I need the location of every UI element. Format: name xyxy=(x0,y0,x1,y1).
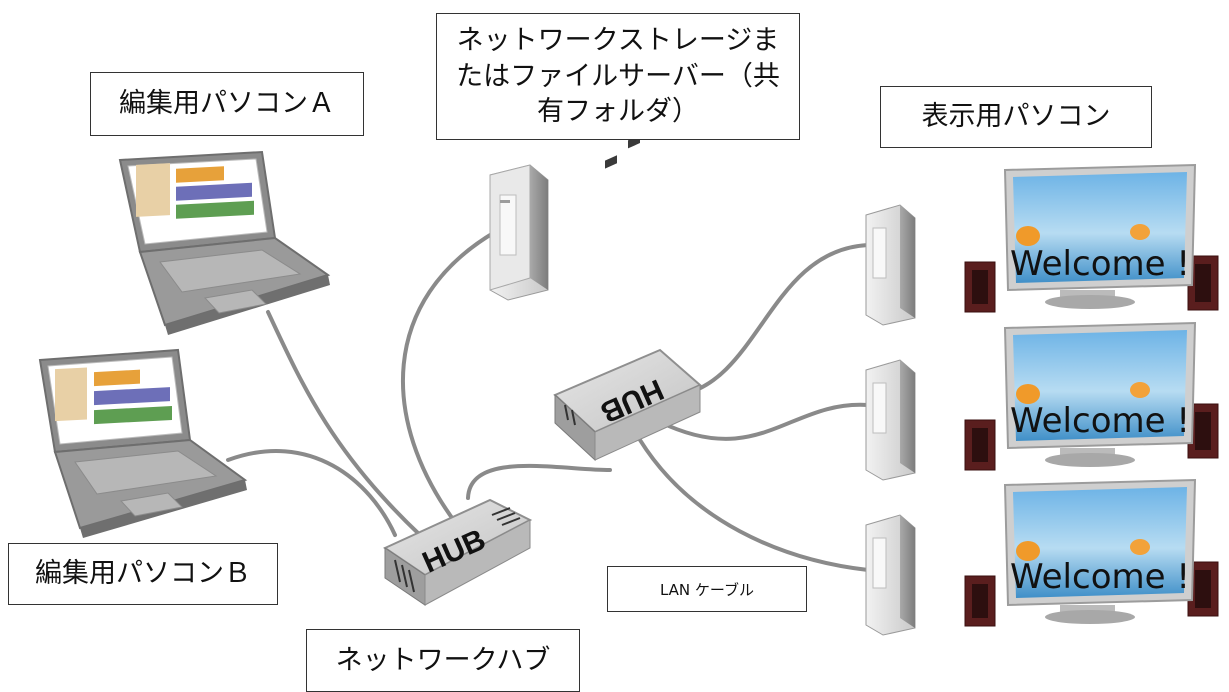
lan-cable-label-text: LAN ケーブル xyxy=(659,580,755,599)
storage-label-line-1: ネットワークストレージま xyxy=(456,25,780,57)
storage-label: ネットワークストレージま たはファイルサーバー（共 有フォルダ） xyxy=(436,13,800,140)
screen-welcome-text-2: Welcome ! xyxy=(1010,401,1190,441)
cable-storage-to-hub xyxy=(400,230,497,524)
laptop-a xyxy=(118,150,331,335)
cable-hub-to-pc1 xyxy=(678,243,870,397)
network-hub-label: ネットワークハブ xyxy=(306,629,580,692)
pc-b-label: 編集用パソコンＢ xyxy=(8,543,278,605)
hub-device-secondary: HUB xyxy=(553,95,702,462)
cable-hub-to-pc2 xyxy=(658,402,870,441)
network-hub-label-text: ネットワークハブ xyxy=(335,644,551,676)
storage-tower xyxy=(489,164,549,301)
cable-laptop-b-to-hub xyxy=(226,449,397,537)
display-tower-1 xyxy=(865,204,916,326)
pc-a-label: 編集用パソコンＡ xyxy=(90,72,364,136)
display-tower-3 xyxy=(865,514,916,636)
cable-laptop-a-to-hub xyxy=(266,310,422,537)
screen-welcome-text-3: Welcome ! xyxy=(1010,557,1190,597)
pc-b-label-text: 編集用パソコンＢ xyxy=(35,558,251,590)
display-pc-label: 表示用パソコン xyxy=(880,86,1152,148)
storage-label-line-3: 有フォルダ） xyxy=(536,96,699,128)
cable-hub-to-hub xyxy=(466,463,612,500)
lan-cables xyxy=(226,230,870,572)
storage-label-line-2: たはファイルサーバー（共 xyxy=(456,60,780,92)
display-monitor-1: Welcome ! xyxy=(964,163,1219,313)
lan-cable-label: LAN ケーブル xyxy=(607,566,807,612)
screen-welcome-text-1: Welcome ! xyxy=(1010,244,1190,284)
display-monitor-2: Welcome ! xyxy=(964,321,1219,471)
display-monitor-3: Welcome ! xyxy=(964,478,1219,627)
cable-hub-to-pc3 xyxy=(638,438,870,572)
display-tower-2 xyxy=(865,359,916,481)
laptop-b xyxy=(38,348,248,538)
display-pc-label-text: 表示用パソコン xyxy=(921,101,1111,133)
pc-a-label-text: 編集用パソコンＡ xyxy=(119,88,335,120)
hub-device-main: HUB xyxy=(382,498,533,606)
